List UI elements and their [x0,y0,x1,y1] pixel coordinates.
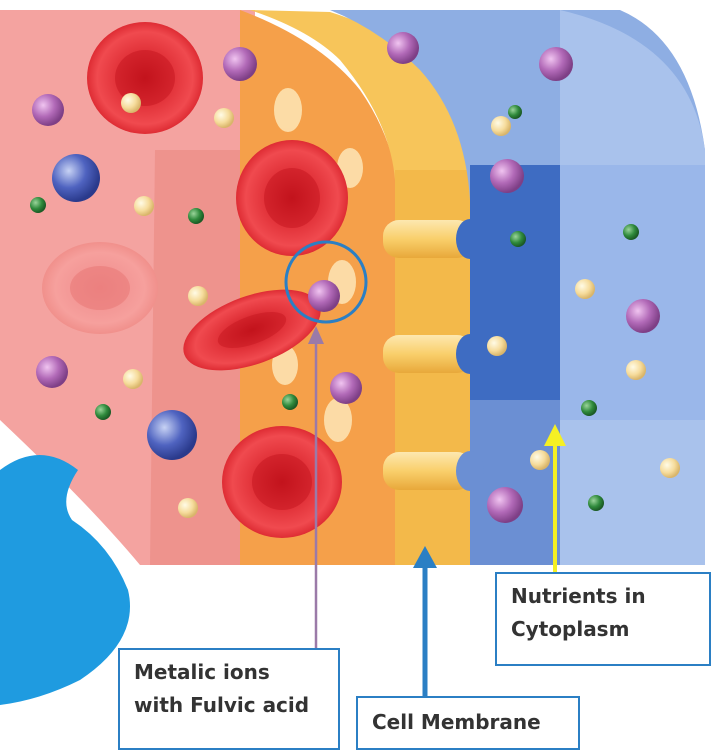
cell-membrane-text: Cell Membrane [372,706,564,739]
nutrients-label: Nutrients in Cytoplasm [495,572,711,666]
cell-membrane-label: Cell Membrane [356,696,580,750]
nutrients-line2: Cytoplasm [511,613,695,646]
metalic-ions-line2: with Fulvic acid [134,689,324,722]
arrow-cell-membrane [413,546,437,696]
pale-red-blood-cells [42,242,158,334]
nutrients-line1: Nutrients in [511,580,695,613]
metalic-ions-label: Metalic ions with Fulvic acid [118,648,340,750]
metalic-ions-line1: Metalic ions [134,656,324,689]
